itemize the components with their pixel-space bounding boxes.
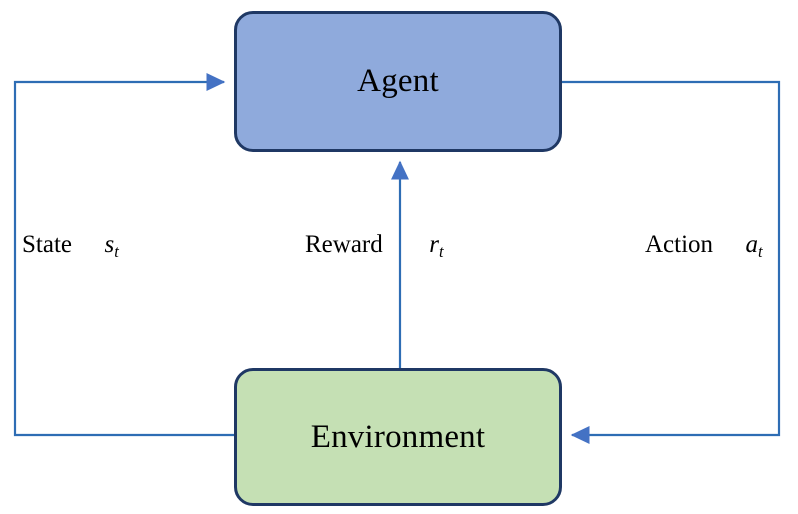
- agent-node-label: Agent: [357, 63, 439, 99]
- state-symbol-base: s: [104, 231, 115, 258]
- state-edge-symbol: st: [104, 231, 119, 262]
- action-edge-label-text: Action: [645, 231, 714, 258]
- reward-symbol-subscript: t: [438, 242, 444, 262]
- reward-edge-symbol: rt: [429, 231, 444, 262]
- action-edge-symbol: at: [745, 231, 763, 262]
- environment-node[interactable]: Environment: [234, 368, 562, 506]
- state-edge-label: State st: [22, 231, 119, 262]
- agent-node[interactable]: Agent: [234, 11, 562, 152]
- action-symbol-base: a: [745, 231, 759, 258]
- reward-edge-label: Reward rt: [305, 231, 444, 262]
- action-symbol-subscript: t: [758, 242, 763, 262]
- action-connector: [562, 80, 781, 445]
- environment-node-label: Environment: [310, 418, 486, 455]
- state-edge-label-text: State: [22, 231, 72, 258]
- action-edge-label: Action at: [645, 231, 763, 262]
- state-connector: [13, 72, 234, 437]
- reward-edge-label-text: Reward: [305, 231, 383, 258]
- state-symbol-subscript: t: [114, 242, 119, 262]
- reward-symbol-base: r: [429, 231, 439, 258]
